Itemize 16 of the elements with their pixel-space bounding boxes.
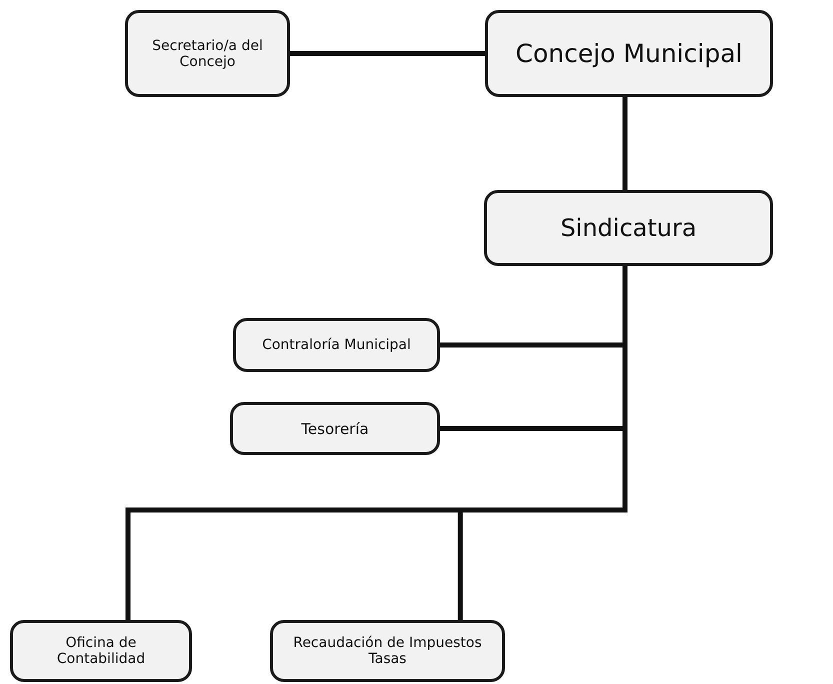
org-box [125,10,290,97]
box-label: Secretario/a del Concejo [151,36,264,72]
org-box [230,402,440,455]
box-label: Recaudación de Impuestos Tasas [292,634,483,669]
org-box [485,10,773,97]
connector-line [622,97,628,190]
box-label: Oficina de Contabilidad [56,634,146,669]
box-label: Sindicatura [559,213,698,244]
box-label: Concejo Municipal [514,38,744,70]
org-box [233,318,440,372]
connector-line [290,51,485,56]
box-label: Contraloría Municipal [261,336,412,355]
org-box [484,190,773,266]
org-box [10,620,192,682]
box-label: Tesorería [300,418,370,440]
org-box [270,620,505,682]
